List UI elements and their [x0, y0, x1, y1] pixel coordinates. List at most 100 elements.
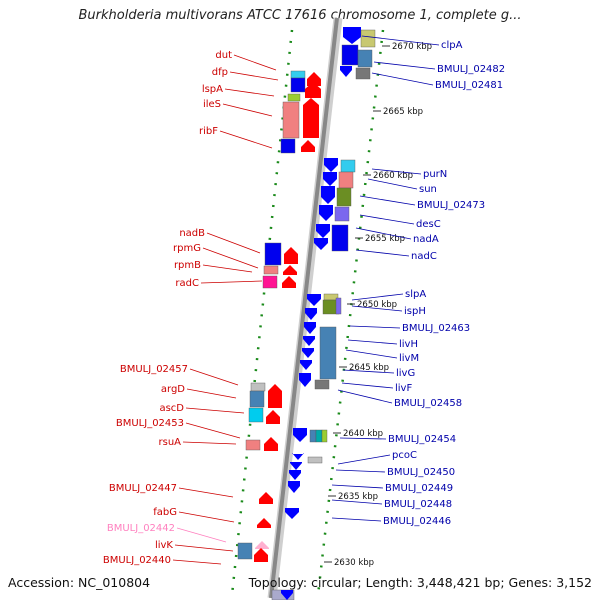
gene-block[interactable]	[340, 159, 356, 173]
gene-block[interactable]	[331, 224, 349, 252]
gene-label-right[interactable]: livH	[399, 339, 418, 350]
gene-block[interactable]	[264, 242, 282, 266]
forward-gene-arrow[interactable]	[301, 140, 315, 152]
forward-gene-arrow[interactable]	[305, 82, 321, 98]
gene-label-right[interactable]: nadA	[413, 234, 439, 245]
gene-block[interactable]	[250, 382, 266, 392]
reverse-gene-arrow[interactable]	[324, 158, 338, 172]
gene-label-left[interactable]: ribF	[199, 126, 218, 137]
reverse-gene-arrow[interactable]	[319, 205, 333, 221]
reverse-gene-arrow[interactable]	[285, 508, 299, 519]
gene-label-right[interactable]: purN	[423, 169, 447, 180]
reverse-gene-arrow[interactable]	[321, 186, 335, 204]
gene-block[interactable]	[336, 187, 352, 207]
reverse-gene-arrow[interactable]	[289, 470, 301, 480]
gene-block[interactable]	[338, 171, 354, 189]
gene-block[interactable]	[248, 407, 264, 423]
reverse-gene-arrow[interactable]	[303, 336, 315, 346]
reverse-gene-arrow[interactable]	[304, 322, 316, 334]
gene-block[interactable]	[355, 67, 371, 80]
forward-gene-arrow[interactable]	[303, 98, 319, 138]
gene-label-right[interactable]: desC	[416, 219, 441, 230]
gene-block[interactable]	[335, 297, 342, 315]
gene-label-right[interactable]: slpA	[405, 289, 426, 300]
gene-label-left[interactable]: BMULJ_02453	[116, 418, 184, 429]
reverse-gene-arrow[interactable]	[343, 27, 361, 44]
gene-label-left[interactable]: BMULJ_02457	[120, 364, 188, 375]
gene-label-right[interactable]: BMULJ_02482	[437, 64, 505, 75]
gene-label-left[interactable]: ileS	[203, 99, 221, 110]
gene-block[interactable]	[287, 93, 301, 102]
forward-gene-arrow[interactable]	[268, 384, 282, 408]
gene-label-left[interactable]: fabG	[153, 507, 177, 518]
gene-block[interactable]	[307, 456, 323, 464]
gene-label-left[interactable]: radC	[175, 278, 199, 289]
gene-label-left[interactable]: livK	[155, 540, 173, 551]
gene-label-right[interactable]: ispH	[404, 306, 426, 317]
gene-label-left[interactable]: rsuA	[159, 437, 182, 448]
gene-label-right[interactable]: clpA	[441, 40, 463, 51]
gene-label-right[interactable]: BMULJ_02446	[383, 516, 451, 527]
reverse-gene-arrow[interactable]	[288, 481, 300, 493]
gene-block[interactable]	[321, 429, 328, 443]
reverse-gene-arrow[interactable]	[316, 224, 330, 238]
gene-block[interactable]	[290, 77, 306, 93]
gene-block[interactable]	[341, 44, 359, 66]
forward-gene-arrow[interactable]	[282, 276, 296, 288]
gene-label-right[interactable]: BMULJ_02458	[394, 398, 462, 409]
reverse-gene-arrow[interactable]	[323, 172, 337, 186]
gene-block[interactable]	[245, 439, 261, 451]
gene-label-left[interactable]: ascD	[159, 403, 184, 414]
reverse-gene-arrow[interactable]	[299, 373, 311, 387]
gene-label-left[interactable]: BMULJ_02442	[107, 523, 175, 534]
reverse-gene-arrow[interactable]	[293, 428, 307, 442]
gene-block[interactable]	[237, 542, 253, 560]
reverse-gene-arrow[interactable]	[300, 360, 312, 370]
gene-block[interactable]	[334, 206, 350, 222]
forward-gene-arrow[interactable]	[255, 541, 269, 549]
reverse-gene-arrow[interactable]	[307, 294, 321, 306]
gene-block[interactable]	[282, 101, 300, 139]
gene-label-left[interactable]: argD	[161, 384, 185, 395]
gene-label-right[interactable]: BMULJ_02450	[387, 467, 455, 478]
reverse-gene-arrow[interactable]	[314, 238, 328, 250]
gene-label-left[interactable]: BMULJ_02447	[109, 483, 177, 494]
gene-label-right[interactable]: BMULJ_02449	[385, 483, 453, 494]
forward-gene-arrow[interactable]	[264, 437, 278, 451]
gene-label-left[interactable]: nadB	[179, 228, 205, 239]
gene-label-right[interactable]: pcoC	[392, 450, 417, 461]
gene-block[interactable]	[280, 138, 296, 154]
gene-label-right[interactable]: BMULJ_02463	[402, 323, 470, 334]
reverse-gene-arrow[interactable]	[340, 66, 352, 77]
gene-label-right[interactable]: livF	[395, 383, 412, 394]
forward-gene-arrow[interactable]	[307, 72, 321, 86]
gene-block[interactable]	[357, 49, 373, 68]
gene-block[interactable]	[314, 379, 330, 390]
reverse-gene-arrow[interactable]	[302, 348, 314, 358]
gene-label-right[interactable]: BMULJ_02454	[388, 434, 456, 445]
gene-block[interactable]	[290, 70, 306, 79]
reverse-gene-arrow[interactable]	[290, 462, 302, 470]
reverse-gene-arrow[interactable]	[292, 453, 304, 460]
forward-gene-arrow[interactable]	[283, 265, 297, 275]
forward-gene-arrow[interactable]	[254, 548, 268, 562]
gene-block[interactable]	[263, 265, 279, 275]
reverse-gene-arrow[interactable]	[305, 308, 317, 320]
gene-label-left[interactable]: rpmG	[173, 243, 201, 254]
gene-label-right[interactable]: BMULJ_02473	[417, 200, 485, 211]
gene-block[interactable]	[262, 275, 278, 289]
gene-label-right[interactable]: BMULJ_02481	[435, 80, 503, 91]
gene-label-left[interactable]: dfp	[212, 67, 228, 78]
forward-gene-arrow[interactable]	[284, 247, 298, 264]
gene-label-right[interactable]: nadC	[411, 251, 437, 262]
gene-label-right[interactable]: sun	[419, 184, 437, 195]
gene-label-right[interactable]: BMULJ_02448	[384, 499, 452, 510]
gene-label-left[interactable]: dut	[215, 50, 232, 61]
forward-gene-arrow[interactable]	[259, 492, 273, 504]
gene-block[interactable]	[319, 326, 337, 380]
forward-gene-arrow[interactable]	[266, 410, 280, 424]
gene-block[interactable]	[309, 429, 317, 443]
forward-gene-arrow[interactable]	[257, 518, 271, 528]
gene-label-left[interactable]: lspA	[202, 84, 223, 95]
